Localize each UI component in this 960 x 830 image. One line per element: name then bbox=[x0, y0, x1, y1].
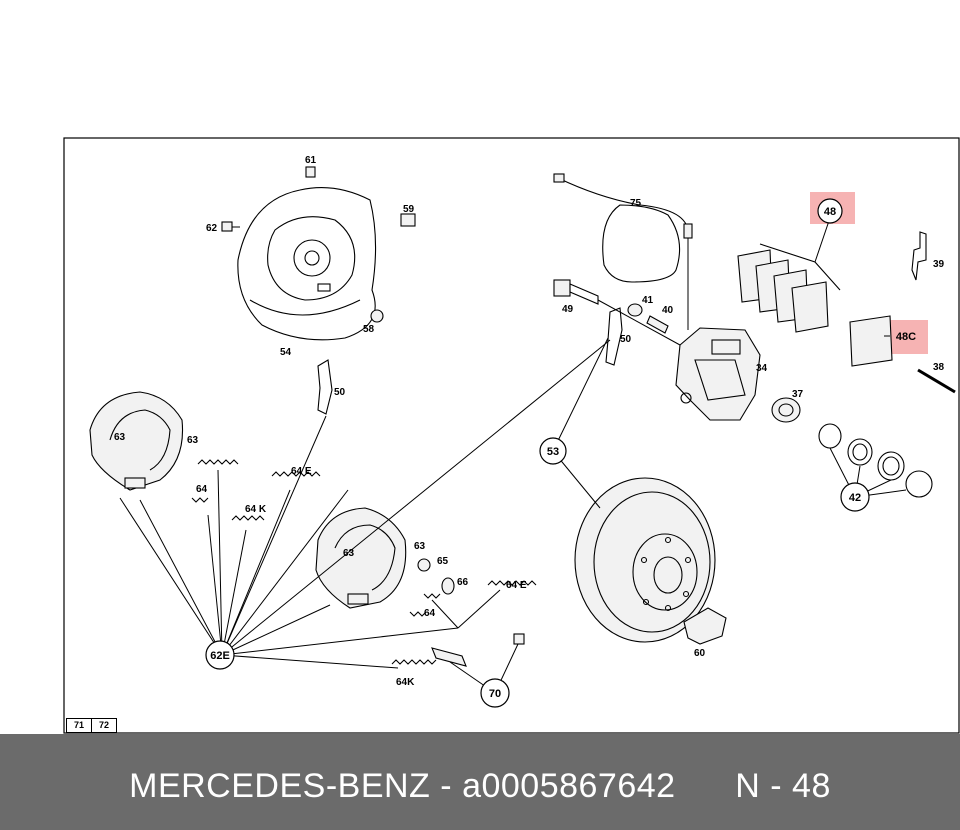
plug-58 bbox=[370, 309, 384, 323]
bushing-41 bbox=[627, 303, 643, 317]
highlight-48C bbox=[885, 320, 928, 354]
bubble-42-label: 42 bbox=[849, 492, 861, 504]
nut-65 bbox=[417, 558, 431, 572]
footer-bar: MERCEDES-BENZ - a0005867642 N - 48 bbox=[0, 734, 960, 830]
bleeder-40 bbox=[646, 315, 669, 334]
callout-75: 75 bbox=[630, 198, 642, 209]
brake-pads-part bbox=[737, 243, 841, 333]
callout-40: 40 bbox=[662, 305, 674, 316]
callout-37: 37 bbox=[792, 389, 804, 400]
bubble-62E: 62E bbox=[205, 640, 235, 670]
footer-brand: MERCEDES-BENZ bbox=[129, 767, 431, 805]
callout-63-left-a: 63 bbox=[114, 432, 126, 443]
footer-position: N - 48 bbox=[735, 767, 831, 805]
callout-38: 38 bbox=[933, 362, 945, 373]
footer-caption: MERCEDES-BENZ - a0005867642 N - 48 bbox=[0, 767, 960, 806]
page-tab-72[interactable]: 72 bbox=[91, 718, 117, 733]
callout-61: 61 bbox=[305, 155, 317, 166]
bolt-49 bbox=[553, 279, 681, 346]
callout-49: 49 bbox=[562, 304, 574, 315]
bubble-53-label: 53 bbox=[547, 446, 559, 458]
callout-62: 62 bbox=[206, 223, 218, 234]
bubble-48C: 48C bbox=[896, 331, 916, 343]
footer-separator: - bbox=[440, 767, 453, 805]
clip-59 bbox=[400, 213, 416, 227]
callout-59: 59 bbox=[403, 204, 415, 215]
callout-50-right: 50 bbox=[620, 334, 632, 345]
callout-63-center: 63 bbox=[343, 548, 355, 559]
callout-50-left: 50 bbox=[334, 387, 346, 398]
bubble-53: 53 bbox=[539, 437, 567, 465]
bracket-50-left bbox=[317, 359, 333, 415]
callout-64K-right: 64K bbox=[396, 677, 415, 688]
bubble-62E-label: 62E bbox=[210, 650, 230, 662]
spring-clip-39 bbox=[911, 231, 927, 281]
callout-64K-left: 64 K bbox=[245, 504, 267, 515]
callout-60: 60 bbox=[694, 648, 706, 659]
callout-64-right: 64 bbox=[424, 608, 436, 619]
callout-34: 34 bbox=[756, 363, 768, 374]
callout-65: 65 bbox=[437, 556, 449, 567]
page-tabs: 71 72 bbox=[66, 718, 117, 733]
callout-64E-right: 64 E bbox=[506, 580, 527, 591]
caliper-part bbox=[675, 327, 761, 421]
callout-63-left-b: 63 bbox=[187, 435, 199, 446]
shim-48C bbox=[849, 315, 893, 367]
bubble-48: 48 bbox=[817, 198, 843, 224]
callout-39: 39 bbox=[933, 259, 945, 270]
callout-58: 58 bbox=[363, 324, 375, 335]
page-tab-71[interactable]: 71 bbox=[66, 718, 92, 733]
bolt-62 bbox=[221, 221, 240, 232]
brake-shoe-left bbox=[89, 391, 184, 491]
sensor-60 bbox=[683, 607, 727, 645]
bubble-70: 70 bbox=[480, 678, 510, 708]
cap-66 bbox=[441, 577, 455, 595]
bubble-48-label: 48 bbox=[824, 206, 836, 218]
hardware-70 bbox=[431, 633, 525, 667]
piston-37 bbox=[771, 397, 801, 423]
bubble-42: 42 bbox=[840, 482, 870, 512]
brake-disc-part bbox=[574, 477, 716, 643]
callout-labels: 61 62 59 58 54 75 49 41 40 50 34 37 39 3… bbox=[114, 155, 945, 688]
callout-66: 66 bbox=[457, 577, 469, 588]
callout-64E-left: 64 E bbox=[291, 466, 312, 477]
bracket-50-right bbox=[605, 307, 623, 366]
callout-54: 54 bbox=[280, 347, 292, 358]
bubble-48C-label: 48C bbox=[896, 331, 916, 343]
callout-64-left: 64 bbox=[196, 484, 208, 495]
springs bbox=[191, 459, 537, 665]
dust-shield-part bbox=[237, 187, 377, 341]
wear-sensor-part bbox=[553, 173, 693, 330]
callout-63-center-b: 63 bbox=[414, 541, 426, 552]
bolt-61 bbox=[305, 166, 316, 178]
diagram-frame bbox=[63, 137, 960, 734]
footer-part-number: a0005867642 bbox=[462, 767, 676, 805]
pin-38 bbox=[917, 368, 956, 394]
callout-41: 41 bbox=[642, 295, 654, 306]
brake-shoe-center bbox=[315, 507, 407, 609]
bubble-70-label: 70 bbox=[489, 688, 501, 700]
